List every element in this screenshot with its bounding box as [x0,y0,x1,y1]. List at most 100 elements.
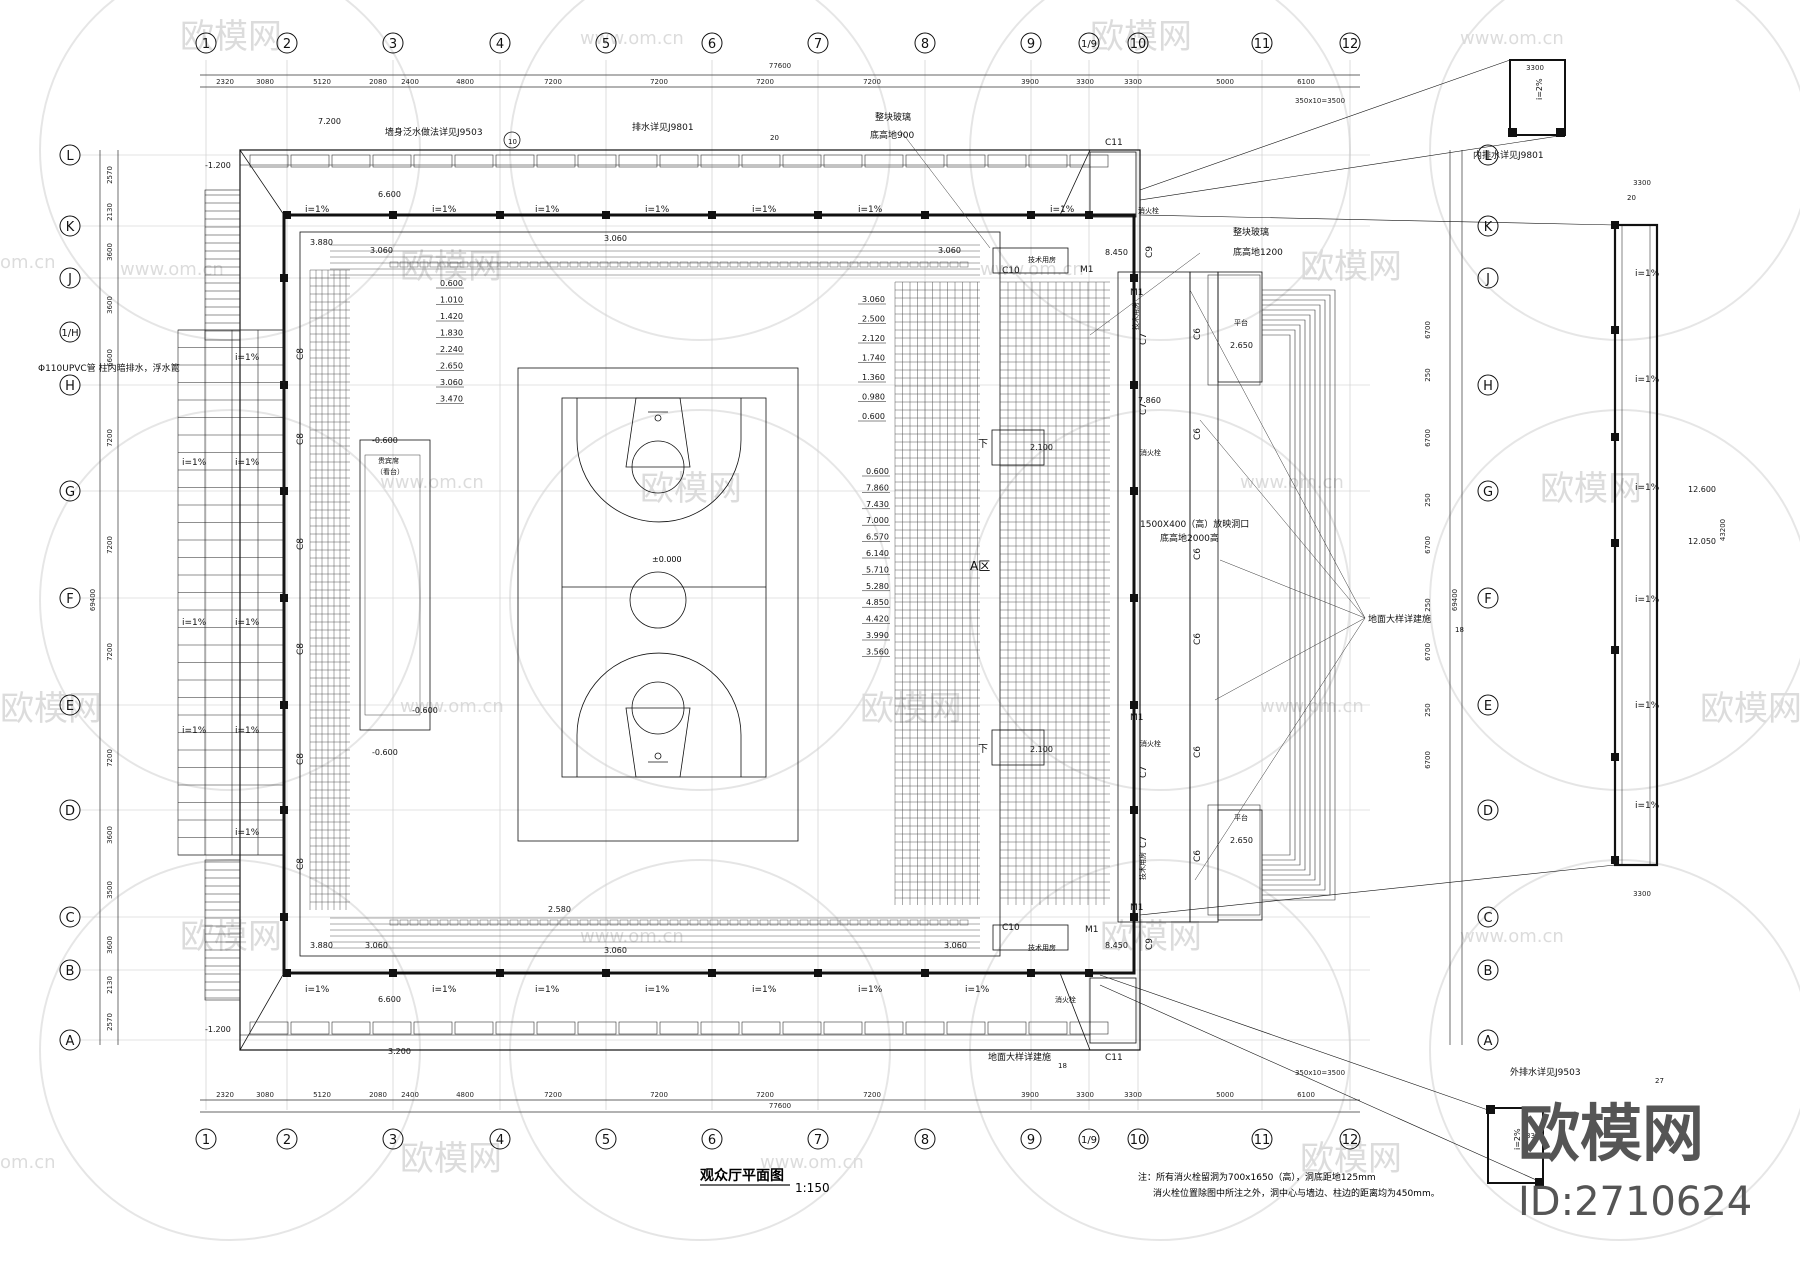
dim-annex-row: 6700 [1424,536,1432,554]
slope-label: i=1% [752,205,777,215]
drain-note: 排水详见J9801 [632,121,694,133]
bench-block [749,261,759,268]
bench-block [499,261,509,268]
bench-block [899,919,909,926]
column [1130,913,1138,921]
dim-right-stair: 350x10=3500 [1295,97,1345,105]
leader [1099,984,1544,1184]
watermark-site-short: om.cn [0,252,56,273]
dim-right-height: 43200 [1719,519,1727,541]
stair-landing [1207,274,1261,386]
elev-tier: 1.830 [440,329,463,338]
bench-block [889,261,899,268]
dim-bay: 2080 [369,1091,387,1099]
gutter-segment [536,1021,576,1035]
elev-tier: 0.600 [866,467,889,476]
bench-block [669,261,679,268]
bench-block [479,261,489,268]
gutter-segment [577,1021,617,1035]
gutter-segment [290,154,330,168]
dim-bay: 4800 [456,1091,474,1099]
bench-block [769,261,779,268]
dim-annex-row: 6700 [1424,751,1432,769]
window-tag-c8: C8 [296,643,306,655]
axis-col-label: 7 [814,37,822,52]
leader [1089,252,1201,336]
dim-annex-row: 250 [1424,598,1432,611]
bench-block [559,919,569,926]
dim-left-row: 2570 [106,166,114,184]
zone-label: A区 [970,559,990,573]
slope-label: i=1% [858,205,883,215]
bench-block [489,919,499,926]
bench-block [659,919,669,926]
bench-block [599,261,609,268]
elev-tier: 3.060 [862,295,885,304]
key-bottom [625,707,691,778]
elev-side-mid: 7.860 [1138,396,1161,405]
dim-annex-row: 6700 [1424,429,1432,447]
elev-vip: -0.600 [372,748,398,757]
elev-gallery: 3.060 [938,246,961,255]
bench-block [829,261,839,268]
gutter-segment [741,1021,781,1035]
bench-block [589,261,599,268]
bench-block [699,261,709,268]
axis-row-label: L [1484,149,1492,164]
slope-label: i=1% [235,458,260,468]
axis-col-label: 1 [202,37,210,52]
bench-block [799,261,809,268]
dim-bay: 3080 [256,78,274,86]
annex-column [1508,128,1517,137]
window-door-labels: C8 C8 C8 C8 C8 C8 C6 C6 C6 C6 C6 C6 C7 C… [296,138,1203,1063]
basketball-court [517,367,799,842]
dim-bay: 3900 [1021,78,1039,86]
bench-block [599,919,609,926]
room-labels: 技术用房 技术用房 技术用房 技术用房 消火栓 消火栓 消火栓 消火栓 下 下 … [376,206,1248,1004]
slope-label: i=1% [235,618,260,628]
slope-label: i=1% [235,726,260,736]
stair-step [1262,299,1326,891]
bench-block [849,261,859,268]
axis-col-label: 4 [496,37,504,52]
dim-bay: 3300 [1076,78,1094,86]
stair-ne [1089,151,1137,218]
stair-se [1089,977,1137,1044]
gutter-segment [905,154,945,168]
slope-label: i=1% [235,353,260,363]
stair-step [1262,304,1321,886]
column [921,969,929,977]
slope-label: i=1% [1635,483,1660,493]
bench-block [649,919,659,926]
axis-row-label: F [66,592,73,607]
east-corridor [1189,271,1219,923]
axis-row-label: F [1484,592,1491,607]
glass-note: 底高地1200 [1233,246,1283,258]
gutter-segment [1028,1021,1068,1035]
bench-block [629,919,639,926]
slope-label: i=1% [432,985,457,995]
bench-block [939,261,949,268]
roof-gutter-segments [249,154,1109,1035]
bench-block [569,919,579,926]
column [602,969,610,977]
gutter-segment [618,1021,658,1035]
drawing-note: 注：所有消火栓留洞为700x1650（高），洞底距地125mm [1138,1171,1376,1183]
bench-block [689,919,699,926]
door-tag-m1: M1 [1130,903,1144,913]
column [283,211,291,219]
stair-step [1262,294,1331,896]
elev-tier: 0.980 [862,393,885,402]
bench-block [649,261,659,268]
dim-bay: 6100 [1297,78,1315,86]
roof-trapezoid-bottom [239,972,1091,1051]
projection-opening-note: 1500X400（高）放映洞口 [1140,518,1249,530]
bench-block [679,919,689,926]
dim-bay: 5120 [313,78,331,86]
bench-block [839,261,849,268]
gutter-segment [331,1021,371,1035]
bench-block [409,919,419,926]
dim-bay: 2320 [216,78,234,86]
axis-row-label: G [65,485,75,500]
elev-tier: 2.120 [862,334,885,343]
